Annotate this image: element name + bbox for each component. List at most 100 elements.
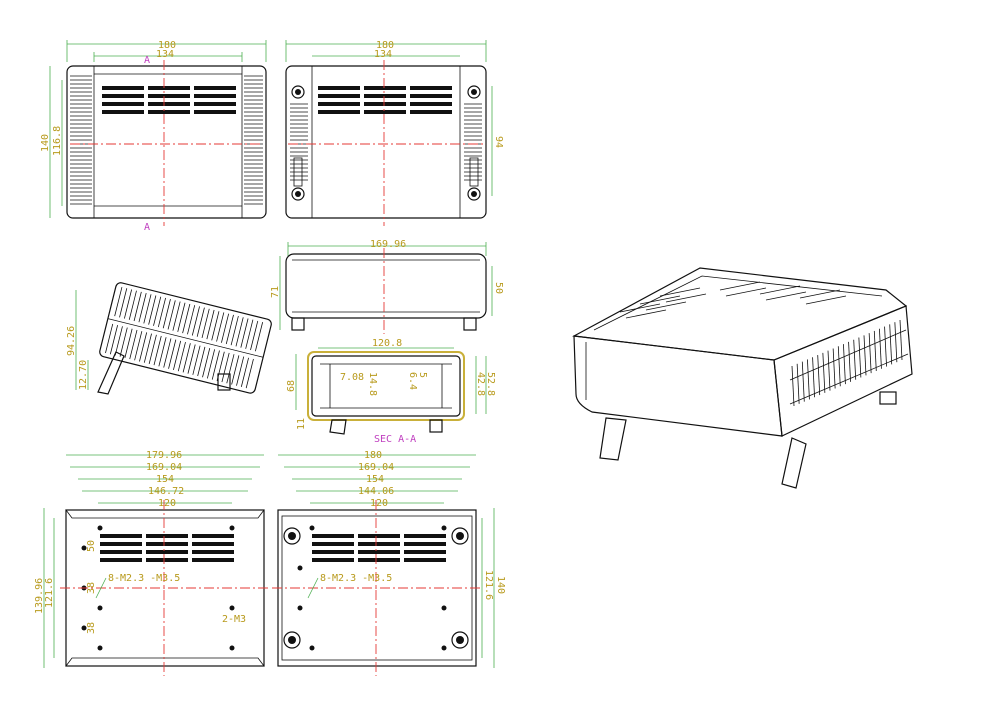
dim-br-w5: 120	[370, 498, 388, 509]
vent-rib	[240, 357, 249, 387]
vent-slot	[659, 287, 701, 297]
vent-rib	[807, 359, 810, 400]
mount-hole	[441, 525, 447, 531]
dim-bl-w3: 154	[156, 474, 174, 485]
vent-slot	[318, 110, 360, 114]
section-mark-bottom: A	[144, 222, 150, 233]
vent-rib	[873, 330, 877, 371]
vent-slot	[102, 94, 144, 98]
dim-sec-d4: 5	[417, 372, 428, 378]
vent-rib	[119, 288, 128, 318]
holes-callout: 8-M2.3 -M3.5	[108, 573, 180, 584]
vent-rib	[143, 333, 152, 363]
dim-height-inner: 116.8	[52, 126, 63, 156]
vent-rib	[812, 357, 815, 398]
vent-slot	[192, 534, 234, 538]
mount-hole	[441, 645, 447, 651]
dim-sec-width: 120.8	[372, 338, 402, 349]
vent-rib	[221, 313, 230, 343]
vent-rib	[138, 292, 147, 323]
vent-slot	[404, 534, 446, 538]
dim-sec-h-r1: 42.8	[475, 372, 486, 396]
mount-hole	[81, 545, 87, 551]
dim-bl-v2: 38	[86, 582, 97, 594]
isometric-view	[572, 267, 913, 489]
vent-rib	[791, 365, 795, 407]
dim-br-w2: 169.04	[358, 462, 394, 473]
side-view: 94.26 12.70	[66, 282, 272, 395]
vent-rib	[206, 349, 216, 379]
vent-rib	[157, 297, 166, 328]
vent-rib	[114, 326, 123, 356]
vent-slot	[404, 542, 446, 546]
dim-sec-h-r2: 52.8	[485, 372, 496, 396]
section-mark-top: A	[144, 55, 150, 66]
vent-slot	[192, 558, 234, 562]
vent-rib	[235, 317, 244, 347]
vent-rib	[822, 352, 826, 393]
vent-slot	[410, 94, 452, 98]
vent-rib	[858, 337, 862, 378]
dim-front-height2: 50	[493, 282, 504, 294]
vent-slot	[148, 110, 190, 114]
dim-bl-h2: 121.6	[44, 578, 55, 608]
vent-rib	[817, 355, 821, 396]
dim-bl-w4: 146.72	[148, 486, 184, 497]
vent-rib	[832, 348, 836, 389]
vent-slot	[625, 309, 667, 319]
section-view: 120.8 68 11 42.8 52.8 7.08 14.8 6.4 5 SE…	[286, 338, 496, 445]
holes-callout: 8-M2.3 -M3.5	[320, 573, 392, 584]
vent-rib	[894, 322, 898, 363]
vent-slot	[799, 289, 841, 299]
front-view: 169.96 71 50	[270, 239, 504, 334]
vent-slot	[358, 542, 400, 546]
dim-br-w3: 154	[366, 474, 384, 485]
vent-rib	[105, 323, 114, 354]
dim-br-w4: 144.06	[358, 486, 394, 497]
dim-sec-d3: 6.4	[407, 372, 418, 390]
dim-bl-w5: 120	[158, 498, 176, 509]
vent-rib	[168, 339, 177, 369]
vent-rib	[153, 296, 162, 326]
mount-hole	[309, 525, 315, 531]
vent-slot	[100, 558, 142, 562]
vent-slot	[665, 293, 707, 303]
vent-slot	[639, 295, 681, 305]
vent-slot	[410, 86, 452, 90]
dim-bl-w1: 179.96	[146, 450, 182, 461]
vent-rib	[114, 286, 123, 317]
vent-slot	[102, 110, 144, 114]
vent-slot	[146, 550, 188, 554]
vent-rib	[187, 305, 196, 335]
vent-rib	[139, 332, 148, 362]
vent-slot	[148, 86, 190, 90]
vent-rib	[167, 300, 176, 330]
vent-slot	[102, 86, 144, 90]
vent-slot	[318, 86, 360, 90]
vent-rib	[216, 312, 225, 342]
vent-rib	[868, 333, 872, 374]
vent-rib	[133, 291, 142, 322]
vent-rib	[843, 344, 846, 385]
vent-rib	[202, 348, 211, 378]
vent-slot	[719, 281, 761, 291]
vent-slot	[364, 110, 406, 114]
vent-rib	[884, 326, 887, 367]
vent-rib	[848, 341, 851, 382]
vent-rib	[863, 335, 867, 376]
dim-br-h1: 121.6	[483, 570, 494, 600]
vent-slot	[312, 558, 354, 562]
vent-rib	[226, 354, 235, 384]
vent-rib	[245, 358, 254, 389]
dim-bl-w2: 169.04	[146, 462, 182, 473]
mount-hole	[81, 625, 87, 631]
vent-slot	[318, 102, 360, 106]
vent-slot	[725, 287, 767, 297]
dim-height-side: 94	[493, 136, 504, 148]
vent-rib	[221, 352, 230, 383]
vent-rib	[153, 335, 162, 366]
vent-rib	[796, 363, 800, 404]
vent-slot	[148, 94, 190, 98]
vent-rib	[129, 329, 138, 360]
